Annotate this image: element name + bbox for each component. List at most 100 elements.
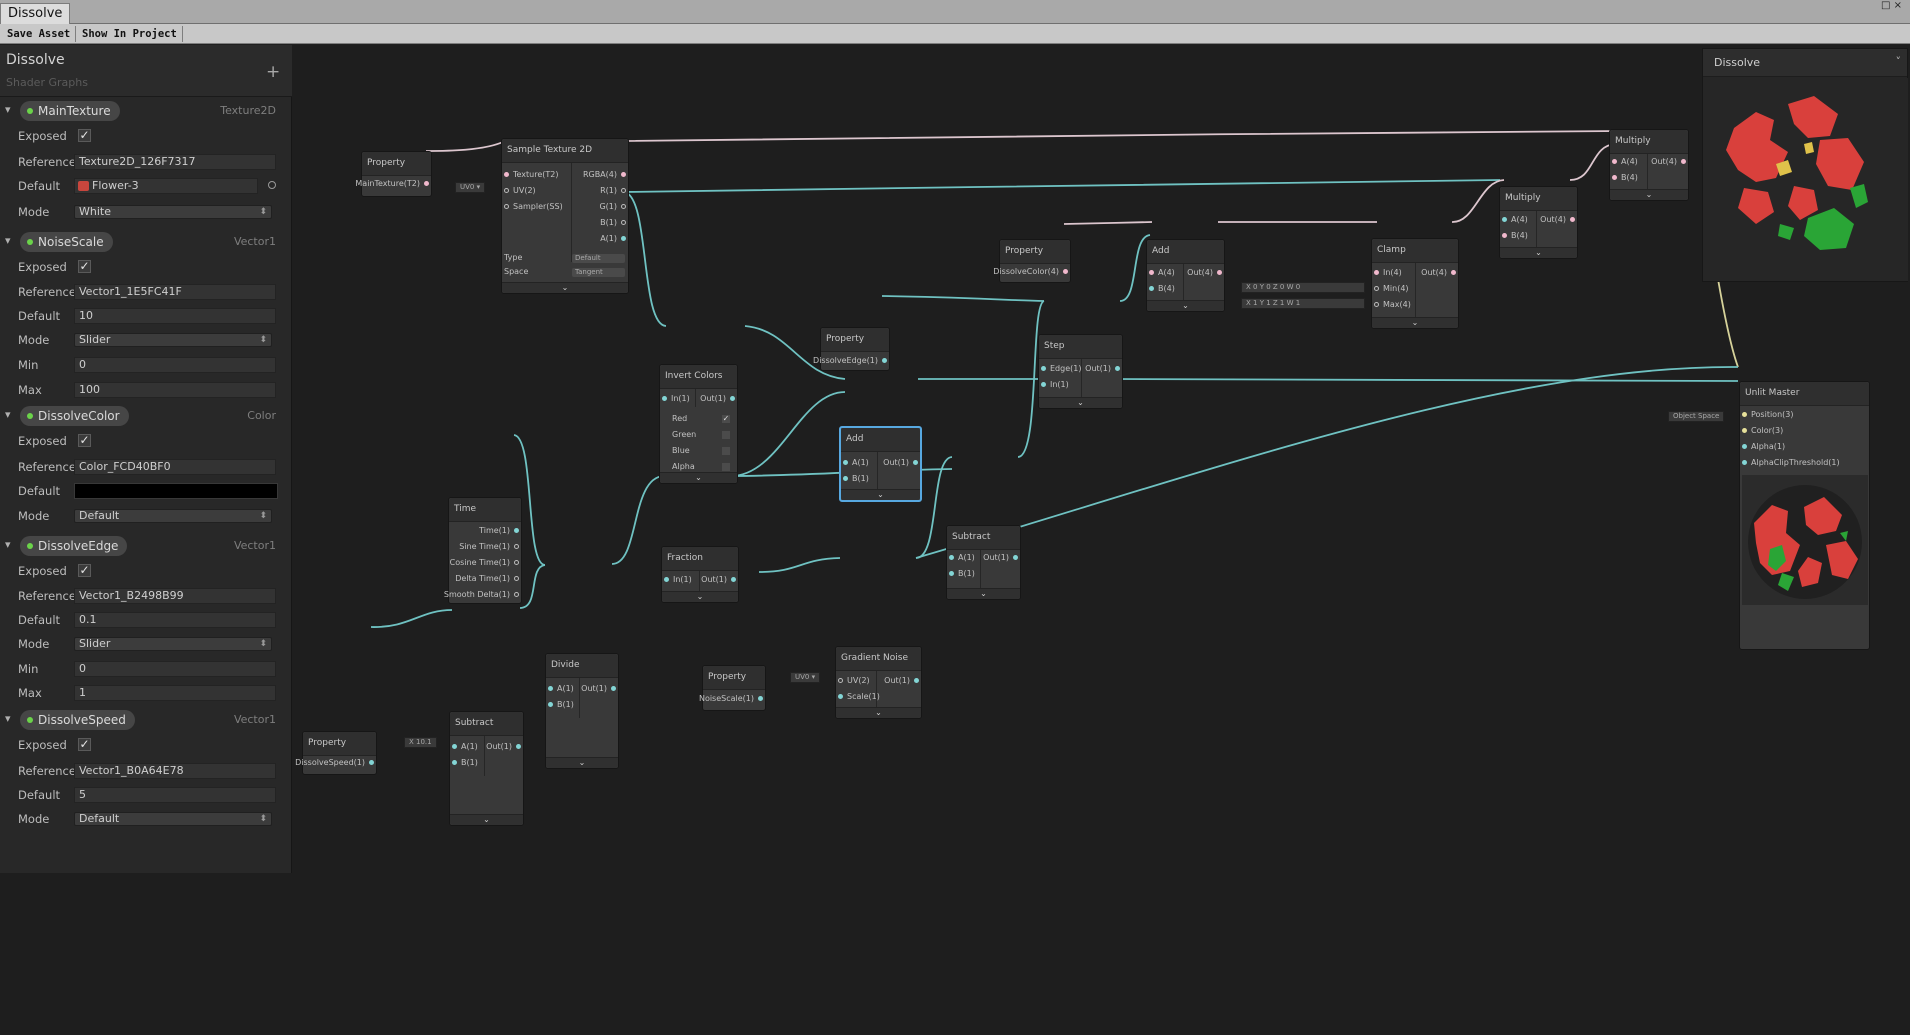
chevron-down-icon[interactable]: ⌄ xyxy=(947,588,1020,599)
port-out-b[interactable]: B(1) xyxy=(600,216,628,230)
port-in-edge[interactable]: Edge(1) xyxy=(1039,362,1081,376)
port-in-a[interactable]: A(4) xyxy=(1500,213,1528,227)
chevron-down-icon[interactable]: ⌄ xyxy=(502,282,628,293)
port-out[interactable]: MainTexture(T2) xyxy=(355,177,431,191)
graph-canvas[interactable]: Dissolve Shader Graphs + ▾ MainTexture T… xyxy=(0,45,1910,1035)
port-in-alpha[interactable]: Alpha(1) xyxy=(1740,440,1785,454)
port-out[interactable]: Out(1) xyxy=(701,573,738,587)
node-sample-texture-2d[interactable]: Sample Texture 2D Texture(T2) UV(2) Samp… xyxy=(501,138,629,294)
object-space-dropdown[interactable]: Object Space xyxy=(1668,411,1725,422)
checkbox-blue[interactable] xyxy=(722,447,730,455)
port-in-a[interactable]: A(1) xyxy=(947,551,975,565)
default-field[interactable]: 10 xyxy=(74,308,276,324)
chevron-down-icon[interactable]: ⌄ xyxy=(1610,189,1688,200)
port-out[interactable]: NoiseScale(1) xyxy=(699,692,765,706)
subtract-a-value-field[interactable]: X 10.1 xyxy=(404,737,437,748)
chevron-down-icon[interactable]: ⌄ xyxy=(660,472,737,483)
port-in-b[interactable]: B(1) xyxy=(450,756,478,770)
port-out[interactable]: DissolveEdge(1) xyxy=(813,354,889,368)
property-pill[interactable]: DissolveColor xyxy=(20,406,129,426)
mode-dropdown[interactable]: Slider⬍ xyxy=(74,333,272,347)
port-out[interactable]: Out(1) xyxy=(486,740,523,754)
property-dissolveedge-header[interactable]: ▾ DissolveEdge Vector1 xyxy=(0,535,292,557)
space-dropdown[interactable]: Tangent xyxy=(572,268,625,277)
type-dropdown[interactable]: Default xyxy=(572,254,625,263)
port-in-b[interactable]: B(4) xyxy=(1147,282,1175,296)
port-in-b[interactable]: B(1) xyxy=(546,698,574,712)
chevron-down-icon[interactable]: ▾ xyxy=(5,712,11,725)
port-out-a[interactable]: A(1) xyxy=(600,232,628,246)
port-out-smooth[interactable]: Smooth Delta(1) xyxy=(444,588,521,602)
port-in-a[interactable]: A(4) xyxy=(1610,155,1638,169)
property-pill[interactable]: DissolveEdge xyxy=(20,536,128,556)
checkbox-green[interactable] xyxy=(722,431,730,439)
mode-dropdown[interactable]: Default⬍ xyxy=(74,812,272,826)
node-property-dissolvespeed[interactable]: Property DissolveSpeed(1) xyxy=(295,731,377,775)
clamp-max-value-field[interactable]: X 1 Y 1 Z 1 W 1 xyxy=(1241,298,1365,309)
show-in-project-button[interactable]: Show In Project xyxy=(77,26,183,42)
tab-dissolve[interactable]: Dissolve xyxy=(0,3,71,24)
chevron-down-icon[interactable]: ⌄ xyxy=(836,707,921,718)
port-in-b[interactable]: B(4) xyxy=(1500,229,1528,243)
reference-field[interactable]: Texture2D_126F7317 xyxy=(74,154,276,170)
object-picker-icon[interactable] xyxy=(268,181,276,189)
default-field[interactable]: 0.1 xyxy=(74,612,276,628)
port-in-min[interactable]: Min(4) xyxy=(1372,282,1409,296)
save-asset-button[interactable]: Save Asset xyxy=(2,26,77,42)
node-invert-colors[interactable]: Invert Colors In(1) Out(1) Red ✓ Green B… xyxy=(659,364,738,484)
texture-object-field[interactable]: Flower-3 xyxy=(74,178,258,194)
port-out[interactable]: Out(1) xyxy=(1085,362,1122,376)
checkmark-icon[interactable]: ✓ xyxy=(78,128,91,142)
node-property-noisescale[interactable]: Property NoiseScale(1) xyxy=(699,665,766,711)
reference-field[interactable]: Vector1_B0A64E78 xyxy=(74,763,276,779)
property-pill[interactable]: DissolveSpeed xyxy=(20,710,135,730)
port-out[interactable]: Out(1) xyxy=(700,392,737,406)
uv-inline-dropdown[interactable]: UV0 ▾ xyxy=(455,182,486,193)
node-unlit-master[interactable]: Unlit Master Position(3) Color(3) Alpha(… xyxy=(1739,381,1870,650)
port-in-a[interactable]: A(1) xyxy=(546,682,574,696)
checkmark-icon[interactable]: ✓ xyxy=(722,414,730,423)
chevron-down-icon[interactable]: ˅ xyxy=(1895,55,1902,68)
checkmark-icon[interactable]: ✓ xyxy=(78,737,91,751)
port-in-scale[interactable]: Scale(1) xyxy=(836,690,880,704)
port-out[interactable]: Out(4) xyxy=(1651,155,1688,169)
port-out-r[interactable]: R(1) xyxy=(600,184,628,198)
property-pill[interactable]: MainTexture xyxy=(20,101,120,121)
port-in-alphaclip[interactable]: AlphaClipThreshold(1) xyxy=(1740,456,1840,470)
port-in-uv[interactable]: UV(2) xyxy=(502,184,536,198)
mode-dropdown[interactable]: Default⬍ xyxy=(74,509,272,523)
port-out-cosine[interactable]: Cosine Time(1) xyxy=(450,556,521,570)
port-out-time[interactable]: Time(1) xyxy=(479,524,521,538)
chevron-down-icon[interactable]: ⌄ xyxy=(546,757,618,768)
port-out[interactable]: Out(1) xyxy=(883,456,920,470)
max-field[interactable]: 100 xyxy=(74,382,276,398)
plus-icon[interactable]: + xyxy=(266,62,281,82)
port-out-sine[interactable]: Sine Time(1) xyxy=(459,540,521,554)
node-add-selected[interactable]: Add A(1) B(1) Out(1) ⌄ xyxy=(839,426,922,502)
reference-field[interactable]: Vector1_B2498B99 xyxy=(74,588,276,604)
port-in-sampler[interactable]: Sampler(SS) xyxy=(502,200,563,214)
port-in-uv[interactable]: UV(2) xyxy=(836,674,870,688)
node-property-dissolvecolor[interactable]: Property DissolveColor(4) xyxy=(993,239,1071,283)
port-in-in[interactable]: In(1) xyxy=(1039,378,1069,392)
property-dissolvespeed-header[interactable]: ▾ DissolveSpeed Vector1 xyxy=(0,709,292,731)
port-out[interactable]: Out(4) xyxy=(1421,266,1458,280)
port-in-max[interactable]: Max(4) xyxy=(1372,298,1411,312)
chevron-down-icon[interactable]: ⌄ xyxy=(662,591,738,602)
port-in-b[interactable]: B(4) xyxy=(1610,171,1638,185)
checkbox-alpha[interactable] xyxy=(722,463,730,471)
node-divide[interactable]: Divide A(1) B(1) Out(1) ⌄ xyxy=(545,653,619,769)
port-in-a[interactable]: A(1) xyxy=(450,740,478,754)
property-dissolvecolor-header[interactable]: ▾ DissolveColor Color xyxy=(0,405,292,427)
port-out[interactable]: DissolveColor(4) xyxy=(993,265,1070,279)
node-property-dissolveedge[interactable]: Property DissolveEdge(1) xyxy=(813,327,890,371)
port-in-b[interactable]: B(1) xyxy=(947,567,975,581)
node-step[interactable]: Step Edge(1) In(1) Out(1) ⌄ xyxy=(1038,334,1123,409)
port-out[interactable]: Out(4) xyxy=(1187,266,1224,280)
chevron-down-icon[interactable]: ▾ xyxy=(5,538,11,551)
port-in[interactable]: In(1) xyxy=(660,392,690,406)
mode-dropdown[interactable]: White⬍ xyxy=(74,205,272,219)
port-out-g[interactable]: G(1) xyxy=(599,200,628,214)
mode-dropdown[interactable]: Slider⬍ xyxy=(74,637,272,651)
port-in-b[interactable]: B(1) xyxy=(841,472,869,486)
